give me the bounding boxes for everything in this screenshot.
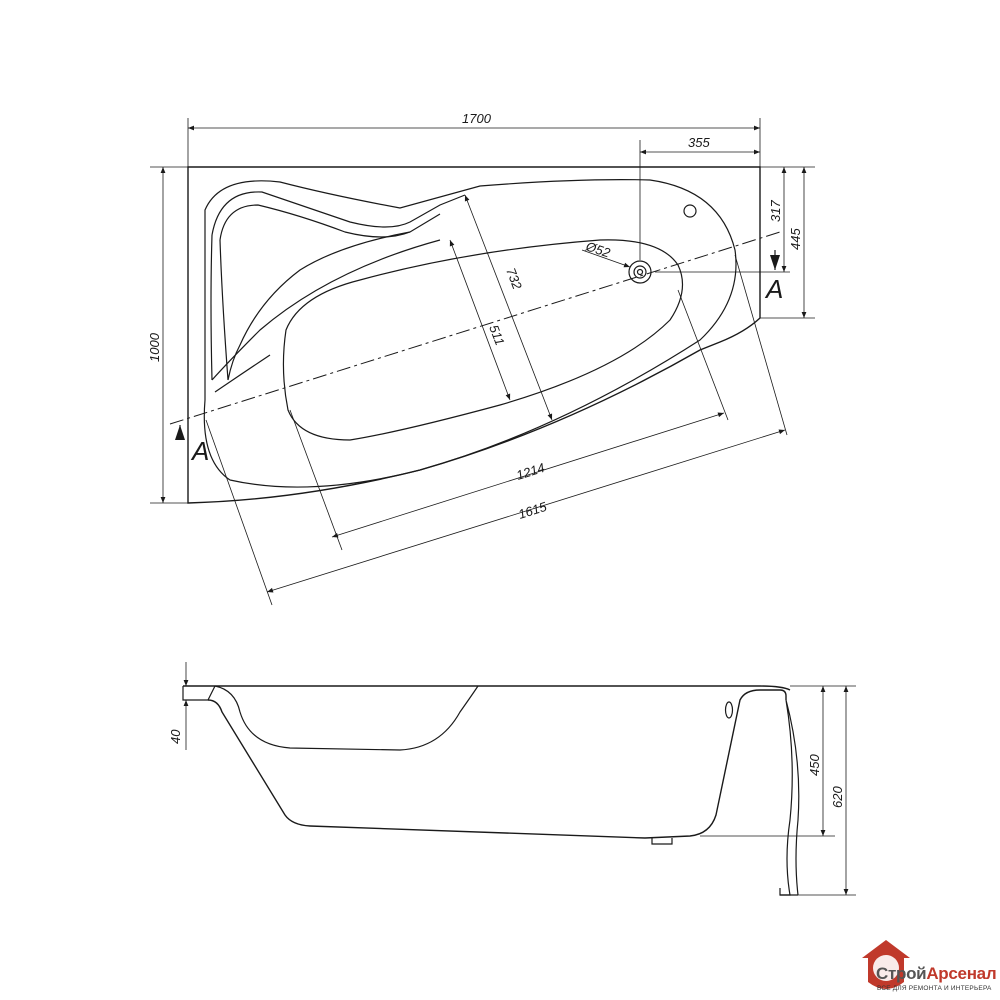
headrest-curve: [211, 191, 466, 236]
drain-inner: [633, 265, 647, 279]
section-label-right: A: [764, 274, 783, 304]
drain-outer: [628, 260, 652, 284]
logo-brand-part1: Строй: [876, 964, 927, 983]
storoyarsenal-logo: [862, 940, 910, 989]
dim-drain-diameter: Ø52: [583, 238, 613, 260]
logo-tagline: ВСЕ ДЛЯ РЕМОНТА И ИНТЕРЬЕРА: [877, 985, 992, 992]
dim-355: 355: [688, 135, 710, 150]
dim-732: 732: [503, 266, 525, 292]
section-arrow-right: [770, 250, 780, 270]
top-view: A A: [169, 166, 783, 504]
section-arrow-left: [175, 425, 185, 440]
side-view: [182, 685, 800, 896]
dim-317: 317: [768, 200, 783, 222]
drain-center: [636, 268, 644, 276]
side-dimensions: 40 450 620: [168, 662, 856, 896]
dim-1700: 1700: [462, 111, 492, 126]
headrest-inner: [219, 204, 441, 241]
dim-1000: 1000: [147, 332, 162, 362]
logo-inner-circle: [873, 955, 899, 981]
dim-511: 511: [486, 323, 507, 348]
side-left-lip: [182, 685, 216, 701]
inner-basin: [282, 239, 684, 441]
logo-brand-part2: Арсенал: [926, 964, 997, 983]
backrest-slope: [210, 231, 411, 381]
dim-1615: 1615: [516, 499, 549, 522]
dim-445: 445: [788, 228, 803, 250]
side-ledge: [211, 239, 441, 393]
overflow-hole: [683, 204, 697, 218]
dim-40: 40: [168, 729, 183, 744]
dim-620: 620: [830, 786, 845, 808]
side-drain: [651, 838, 673, 845]
top-dimensions: 1700 355 317 445 1000 Ø52 732 511: [147, 111, 815, 606]
dim-1214: 1214: [514, 460, 546, 483]
dim-450: 450: [807, 754, 822, 776]
side-apron: [779, 699, 800, 896]
side-rim: [183, 685, 791, 691]
side-outer-wall: [207, 689, 787, 839]
side-overflow: [724, 701, 734, 719]
tub-rim-outline: [203, 179, 737, 488]
section-label-left: A: [190, 436, 209, 466]
side-inner-contour: [214, 685, 479, 751]
logo-brand: СтройАрсенал: [876, 964, 997, 984]
